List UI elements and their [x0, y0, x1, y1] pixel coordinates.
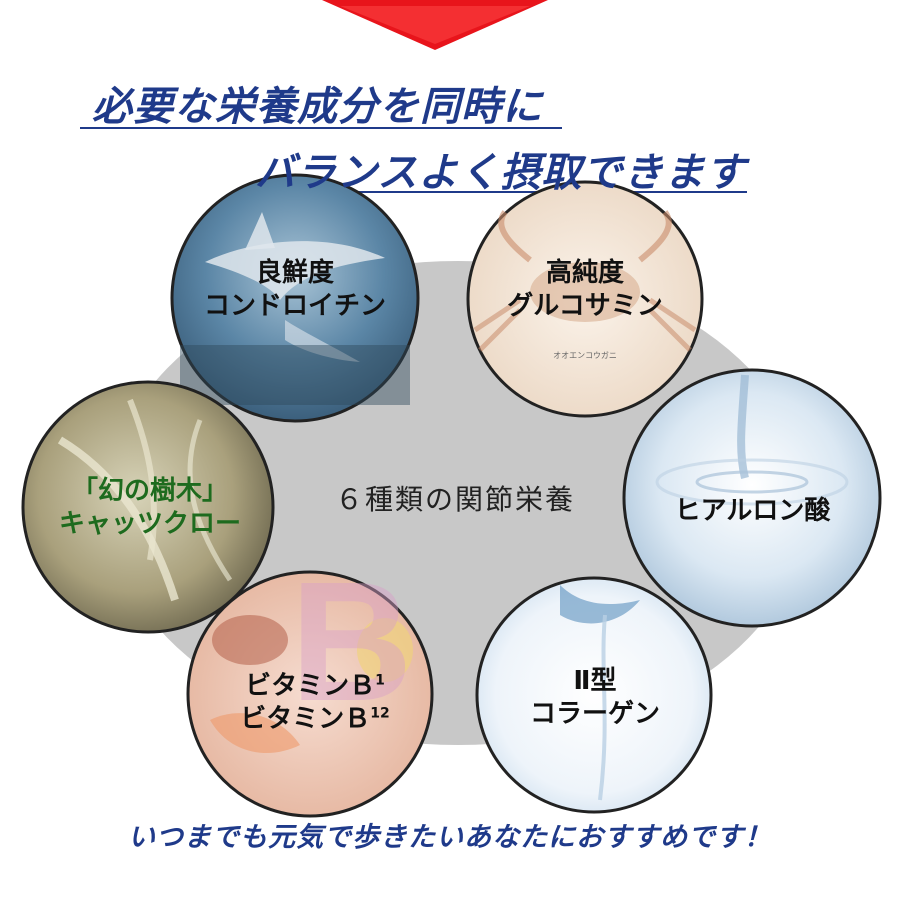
- label-collagen: Ⅱ型 コラーゲン: [500, 665, 690, 730]
- svg-text:B: B: [290, 547, 413, 737]
- cats-claw-line-2: キャッツクロー: [58, 508, 241, 539]
- circle-collagen: [475, 576, 713, 814]
- label-glucosamine: 高純度 グルコサミン: [480, 257, 690, 322]
- glucosamine-line-1: 高純度: [545, 258, 624, 288]
- collagen-line-2: コラーゲン: [529, 698, 660, 729]
- label-vitamin-b: ビタミンＢ1 ビタミンＢ12: [210, 670, 420, 735]
- headline-line-1: 必要な栄養成分を同時に: [92, 83, 543, 130]
- chondroitin-line-1: 良鮮度: [255, 258, 334, 288]
- circle-shark: [170, 173, 420, 423]
- vitamin-b1-text: ビタミンＢ: [245, 671, 376, 701]
- crab-caption: オオエンコウガニ: [553, 351, 617, 360]
- chondroitin-line-2: コンドロイチン: [203, 290, 386, 321]
- label-chondroitin: 良鮮度 コンドロイチン: [185, 257, 405, 322]
- label-hyaluronic-acid: ヒアルロン酸: [650, 495, 855, 528]
- vitamin-b12-text: ビタミンＢ: [240, 703, 371, 734]
- label-cats-claw: 「幻の樹木」 キャッツクロー: [35, 475, 265, 540]
- vitamin-b12-sub: 12: [370, 704, 390, 721]
- cats-claw-line-1: 「幻の樹木」: [71, 476, 228, 506]
- hyaluronic-line-1: ヒアルロン酸: [674, 496, 831, 526]
- circle-hyaluronic: [622, 368, 882, 628]
- circle-crab: [466, 180, 704, 418]
- glucosamine-line-2: グルコサミン: [507, 290, 663, 321]
- collagen-line-1: Ⅱ型: [573, 666, 617, 696]
- vitamin-b1-sub: 1: [375, 672, 385, 689]
- circle-plant: [21, 380, 275, 634]
- headline-line-2: バランスよく摂取できます: [255, 149, 747, 196]
- circle-vitamin: B: [186, 547, 434, 818]
- center-label: ６種類の関節栄養: [334, 483, 575, 516]
- footer-tagline: いつまでも元気で歩きたいあなたにおすすめです！: [128, 822, 772, 853]
